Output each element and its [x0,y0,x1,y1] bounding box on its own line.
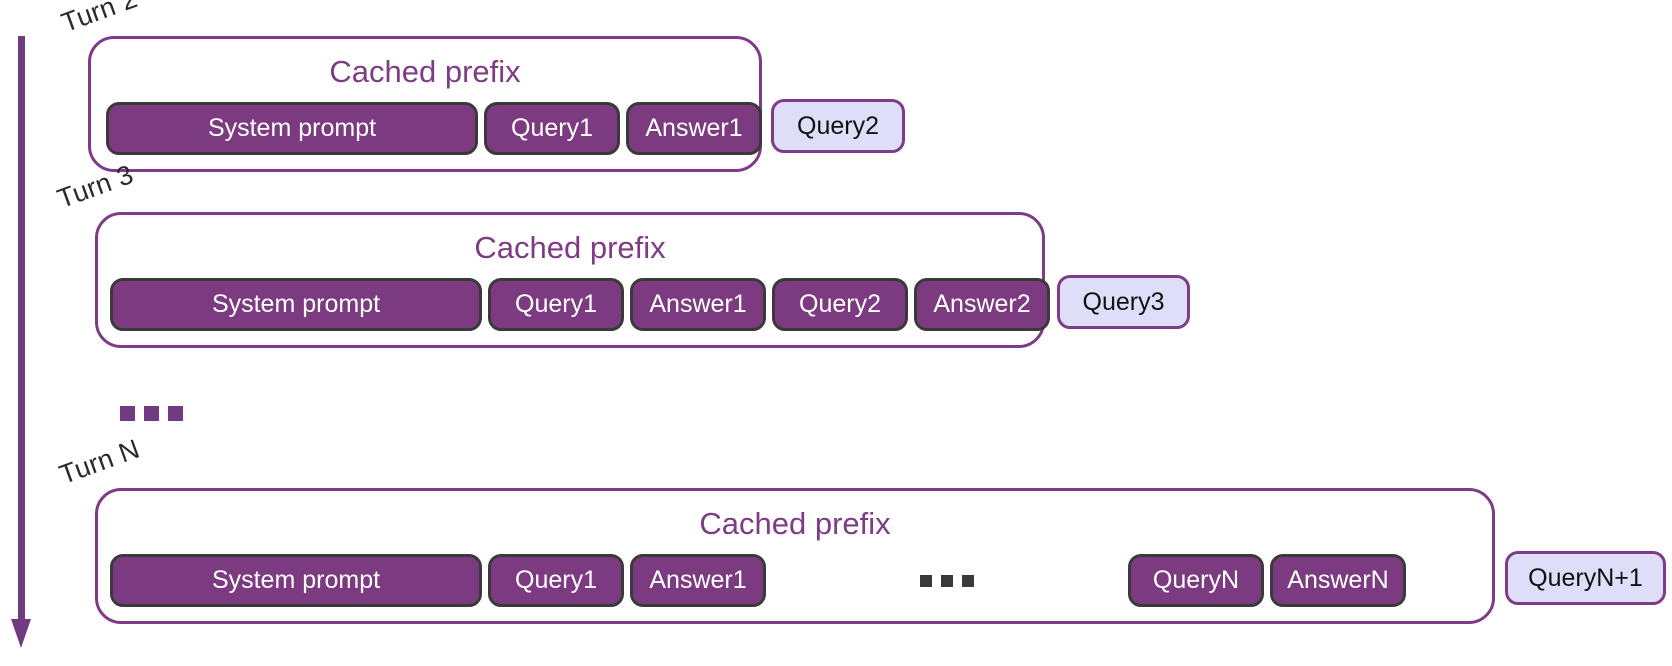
pending-query-turn2[interactable]: Query2 [771,99,905,153]
segment-query2[interactable]: Query2 [772,278,908,331]
segment-system-prompt[interactable]: System prompt [106,102,478,155]
segment-query1[interactable]: Query1 [488,278,624,331]
segment-answer2[interactable]: Answer2 [914,278,1050,331]
pending-query-turn3[interactable]: Query3 [1057,275,1190,329]
pending-query-turnN[interactable]: QueryN+1 [1505,551,1666,605]
cached-prefix-label-turn3: Cached prefix [474,230,666,265]
segment-system-prompt[interactable]: System prompt [110,278,482,331]
time-progression-arrow [10,36,36,648]
segment-system-prompt[interactable]: System prompt [110,554,482,607]
ellipsis-dot [962,574,974,587]
segment-query1[interactable]: Query1 [484,102,620,155]
cached-prefix-box-turn2: Cached prefix System prompt Query1 Answe… [88,36,762,172]
turn-label-3: Turn 3 [53,159,138,215]
segment-answerN[interactable]: AnswerN [1270,554,1406,607]
arrow-head-icon [11,619,31,648]
segment-query1[interactable]: Query1 [488,554,624,607]
segment-answer1[interactable]: Answer1 [630,278,766,331]
cached-prefix-box-turnN: Cached prefix System prompt Query1 Answe… [95,488,1495,624]
segment-queryN[interactable]: QueryN [1128,554,1264,607]
ellipsis-dot [941,574,953,587]
segment-answer1[interactable]: Answer1 [626,102,762,155]
segments-ellipsis [772,554,1122,607]
rows-ellipsis [120,406,183,421]
ellipsis-dot [120,406,135,421]
ellipsis-dot [920,574,932,587]
arrow-shaft [18,36,25,624]
ellipsis-dot [168,406,183,421]
cached-prefix-label-turnN: Cached prefix [699,506,891,541]
cached-prefix-label-turn2: Cached prefix [329,54,521,89]
turn-label-2: Turn 2 [57,0,142,39]
ellipsis-dot [144,406,159,421]
segment-answer1[interactable]: Answer1 [630,554,766,607]
cached-prefix-box-turn3: Cached prefix System prompt Query1 Answe… [95,212,1050,348]
turn-label-n: Turn N [55,433,144,491]
